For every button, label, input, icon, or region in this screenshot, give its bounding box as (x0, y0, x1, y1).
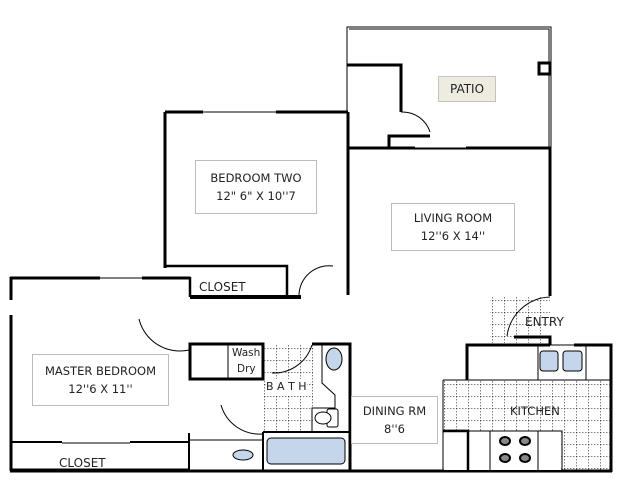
bathtub (266, 437, 346, 465)
patio-outline (346, 26, 552, 150)
dry-label: Dry (237, 363, 256, 375)
bath-hall-door-swing (220, 404, 263, 435)
entry-wall-stub (514, 335, 552, 345)
bedroom-two-label: BEDROOM TWO 12" 6" X 10''7 (195, 160, 317, 214)
kitchen-sink (539, 350, 583, 372)
closet-master-label: CLOSET (59, 456, 106, 470)
bath-walls (190, 342, 352, 472)
wash-label: Wash (232, 347, 261, 359)
bedroom-two-walls (163, 110, 348, 268)
patio-storage-walls (347, 63, 430, 147)
stove-burners (499, 436, 531, 463)
living-room-name: LIVING ROOM (413, 211, 493, 225)
patio-label: PATIO (438, 76, 496, 102)
storage-door-swing (400, 111, 431, 133)
vanity-sink (232, 449, 254, 461)
entry-tile-floor (490, 297, 550, 343)
master-bedroom-name: MASTER BEDROOM (44, 364, 157, 378)
closet-bedroom-two-label: CLOSET (199, 280, 246, 294)
bath-door-swing (271, 344, 313, 374)
living-room-label: LIVING ROOM 12''6 X 14'' (391, 203, 515, 251)
bedroom-two-name: BEDROOM TWO (210, 171, 302, 185)
bedroom-two-dimensions: 12" 6" X 10''7 (216, 189, 296, 203)
toilet (314, 408, 339, 428)
patio-label-text: PATIO (449, 82, 485, 96)
kitchen-label: KITCHEN (510, 404, 560, 418)
entry-label: ENTRY (525, 315, 564, 329)
dining-room-dimensions: 8''6 (384, 422, 405, 436)
bath-sink (325, 347, 343, 371)
master-bedroom-door-swing (138, 318, 190, 352)
bedroom-two-door-swing (298, 265, 334, 297)
master-bedroom-label: MASTER BEDROOM 12''6 X 11'' (32, 354, 169, 406)
dining-room-label: DINING RM 8''6 (351, 396, 438, 444)
patio-post (537, 61, 552, 76)
bath-label: B A T H (266, 379, 307, 395)
master-bedroom-dimensions: 12''6 X 11'' (68, 382, 133, 396)
living-room-dimensions: 12''6 X 14'' (420, 229, 486, 243)
dining-room-name: DINING RM (362, 404, 427, 418)
entry-door-swing (506, 296, 551, 337)
